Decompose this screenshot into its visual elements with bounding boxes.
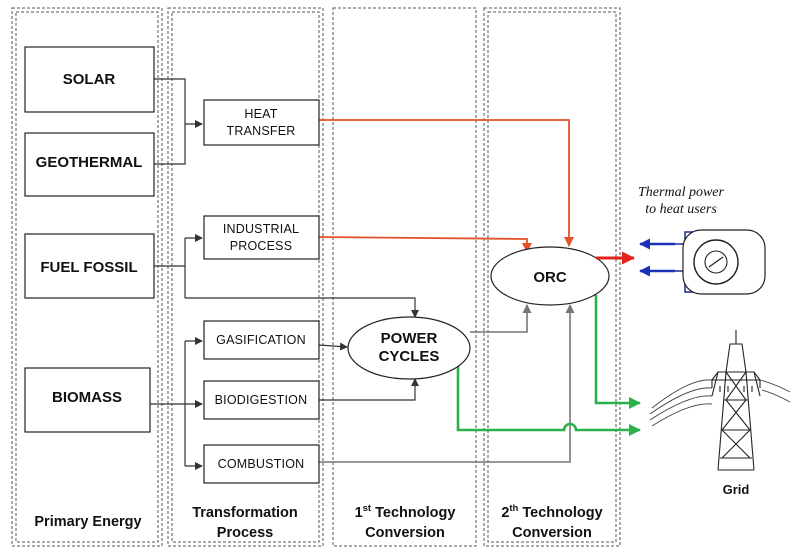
column-second-title-line1: 2th Technology (501, 503, 602, 521)
industrial-line1: INDUSTRIAL (223, 222, 299, 236)
heat-transfer-line2: TRANSFER (227, 124, 296, 138)
biodigestion-label: BIODIGESTION (215, 393, 308, 407)
geothermal-box (24, 132, 155, 197)
column-primary-inner (15, 11, 159, 543)
heat-transfer-line1: HEAT (244, 107, 277, 121)
power-cycles-ellipse (347, 316, 471, 380)
heat-transfer-box (203, 99, 320, 146)
column-second-title-line2: Conversion (512, 525, 592, 541)
column-transformation-frame (167, 7, 324, 547)
thermal-output: Thermal power to heat users (596, 185, 766, 295)
thermal-label-line2: to heat users (645, 202, 717, 217)
grid-label: Grid (723, 482, 750, 497)
geothermal-label: GEOTHERMAL (36, 154, 143, 171)
gasification-box (203, 320, 320, 360)
industrial-process-box (203, 215, 320, 260)
fossil-label: FUEL FOSSIL (40, 259, 137, 276)
transmission-tower-icon (649, 330, 791, 471)
heat-flows (318, 119, 574, 253)
column-primary-frame (11, 7, 163, 547)
power-cycles-line2: CYCLES (379, 348, 440, 365)
black-connectors (150, 78, 419, 470)
gasification-to-power-arrow (318, 342, 348, 351)
combustion-label: COMBUSTION (218, 457, 305, 471)
power-to-grid-arrow (456, 364, 641, 436)
solar-label: SOLAR (63, 71, 116, 88)
power-to-orc-arrow (470, 304, 532, 333)
electric-flows (456, 295, 641, 436)
column-primary-title: Primary Energy (34, 514, 141, 530)
biomass-box (24, 367, 151, 433)
biomass-label: BIOMASS (52, 389, 122, 406)
column-titles: Primary Energy Transformation Process 1s… (34, 503, 602, 541)
column-transformation-inner (171, 11, 320, 543)
heat-user-gauge-needle (708, 256, 724, 268)
combustion-box (203, 444, 320, 484)
converters: POWER CYCLES ORC (347, 246, 610, 380)
gray-connectors (319, 304, 575, 463)
column-transformation-title-line1: Transformation (192, 505, 298, 521)
thermal-label-line1: Thermal power (638, 185, 725, 200)
transformation-processes: HEAT TRANSFER INDUSTRIAL PROCESS GASIFIC… (203, 99, 320, 484)
solar-geo-connector (154, 78, 186, 165)
column-transformation-title-line2: Process (217, 525, 273, 541)
column-frames (11, 7, 621, 547)
heat-transfer-to-orc-arrow (319, 119, 574, 247)
industrial-line2: PROCESS (230, 239, 293, 253)
solar-box (24, 46, 155, 113)
power-cycles-line1: POWER (381, 330, 438, 347)
fossil-to-power-cycles-arrow (185, 297, 419, 318)
gasification-label: GASIFICATION (216, 333, 306, 347)
orc-label: ORC (533, 269, 567, 286)
industrial-to-orc-arrow (318, 236, 532, 253)
orc-to-grid-arrow (594, 295, 641, 409)
fossil-box (24, 233, 155, 299)
column-second-inner (487, 11, 617, 543)
combustion-to-orc-arrow (319, 304, 575, 463)
column-first-title-line1: 1st Technology (355, 503, 456, 521)
biodigestion-box (203, 380, 320, 420)
column-first-title-line2: Conversion (365, 525, 445, 541)
biodigestion-to-power-arrow (319, 378, 419, 401)
column-second-frame (483, 7, 621, 547)
column-first-frame (332, 7, 477, 547)
orc-ellipse (490, 246, 610, 306)
primary-sources: SOLAR GEOTHERMAL FUEL FOSSIL BIOMASS (24, 46, 155, 433)
